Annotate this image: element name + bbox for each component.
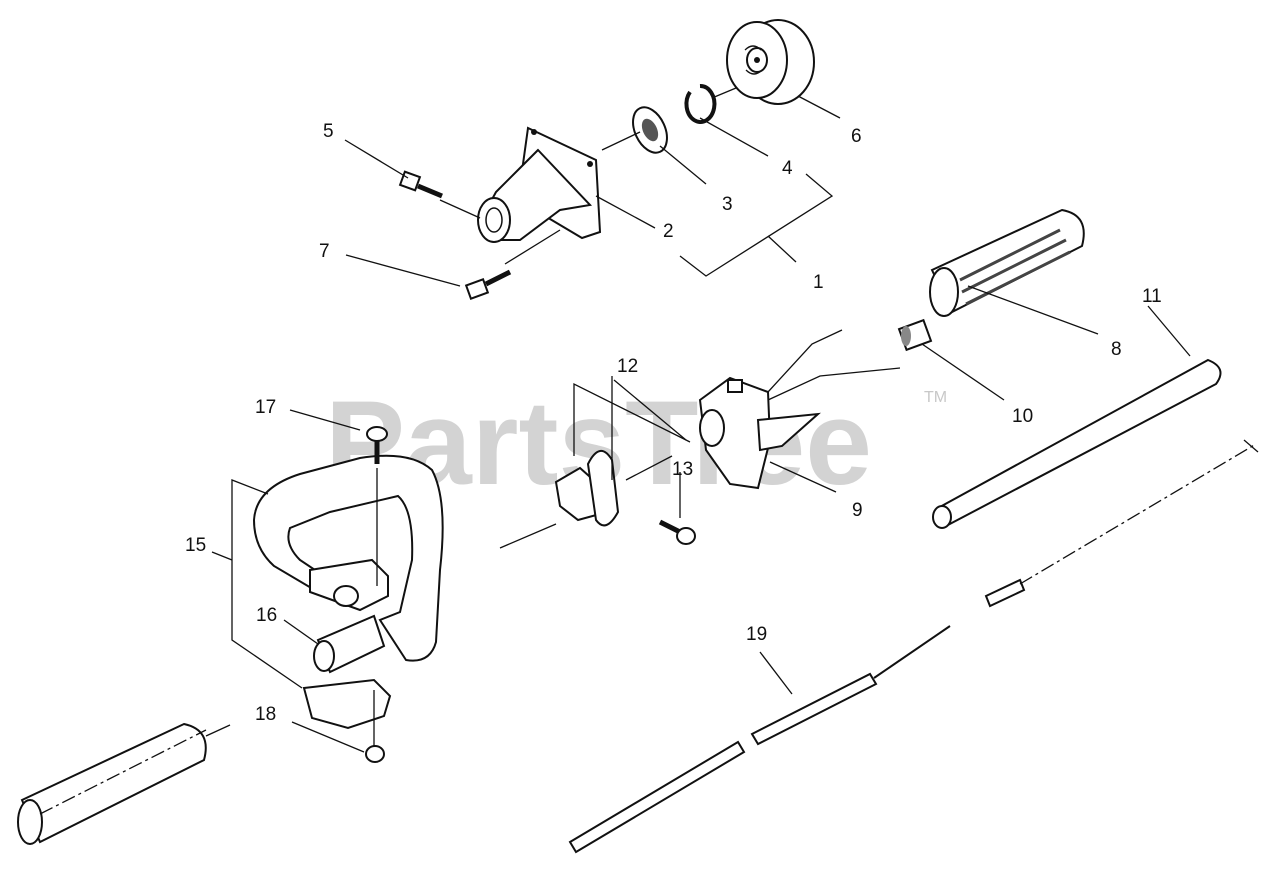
part-9-throttle-housing[interactable] [698, 329, 901, 490]
callout-18[interactable]: 18 [255, 704, 276, 725]
part-10-collar[interactable] [897, 318, 933, 352]
part-12-clamp[interactable] [554, 450, 620, 527]
callout-5[interactable]: 5 [323, 121, 334, 142]
callout-9[interactable]: 9 [852, 500, 863, 521]
part-18-nut[interactable] [302, 678, 392, 763]
watermark-tm: TM [924, 389, 947, 406]
part-4-snap-ring[interactable] [684, 83, 717, 124]
callout-1[interactable]: 1 [813, 272, 824, 293]
right-shaft [984, 578, 1026, 608]
part-5-bolt[interactable] [398, 170, 443, 199]
callout-3[interactable]: 3 [722, 194, 733, 215]
part-6-clutch-drum[interactable] [726, 19, 815, 105]
callout-labels: 1 2 3 4 5 6 7 8 9 10 11 12 13 15 16 17 1… [185, 121, 1162, 725]
part-7-bolt[interactable] [464, 269, 512, 300]
main-tube [17, 722, 207, 845]
callout-10[interactable]: 10 [1012, 406, 1033, 427]
callout-12[interactable]: 12 [617, 356, 638, 377]
part-3-bearing[interactable] [626, 102, 673, 158]
callout-6[interactable]: 6 [851, 126, 862, 147]
part-11-tube[interactable] [932, 358, 1222, 529]
callout-8[interactable]: 8 [1111, 339, 1122, 360]
part-19-drive-shaft[interactable] [568, 625, 951, 854]
part-13-screw[interactable] [658, 519, 696, 545]
part-15-handle[interactable] [252, 454, 444, 662]
part-16-handle-grip[interactable] [313, 614, 386, 674]
callout-16[interactable]: 16 [256, 605, 277, 626]
callout-13[interactable]: 13 [672, 459, 693, 480]
callout-7[interactable]: 7 [319, 241, 330, 262]
part-2-gear-housing[interactable] [477, 126, 602, 243]
part-17-screw[interactable] [366, 426, 388, 464]
callout-19[interactable]: 19 [746, 624, 767, 645]
callout-17[interactable]: 17 [255, 397, 276, 418]
callout-2[interactable]: 2 [663, 221, 674, 242]
callout-4[interactable]: 4 [782, 158, 793, 179]
callout-11[interactable]: 11 [1142, 286, 1162, 307]
leader-lines [39, 87, 1259, 815]
callout-15[interactable]: 15 [185, 535, 206, 556]
